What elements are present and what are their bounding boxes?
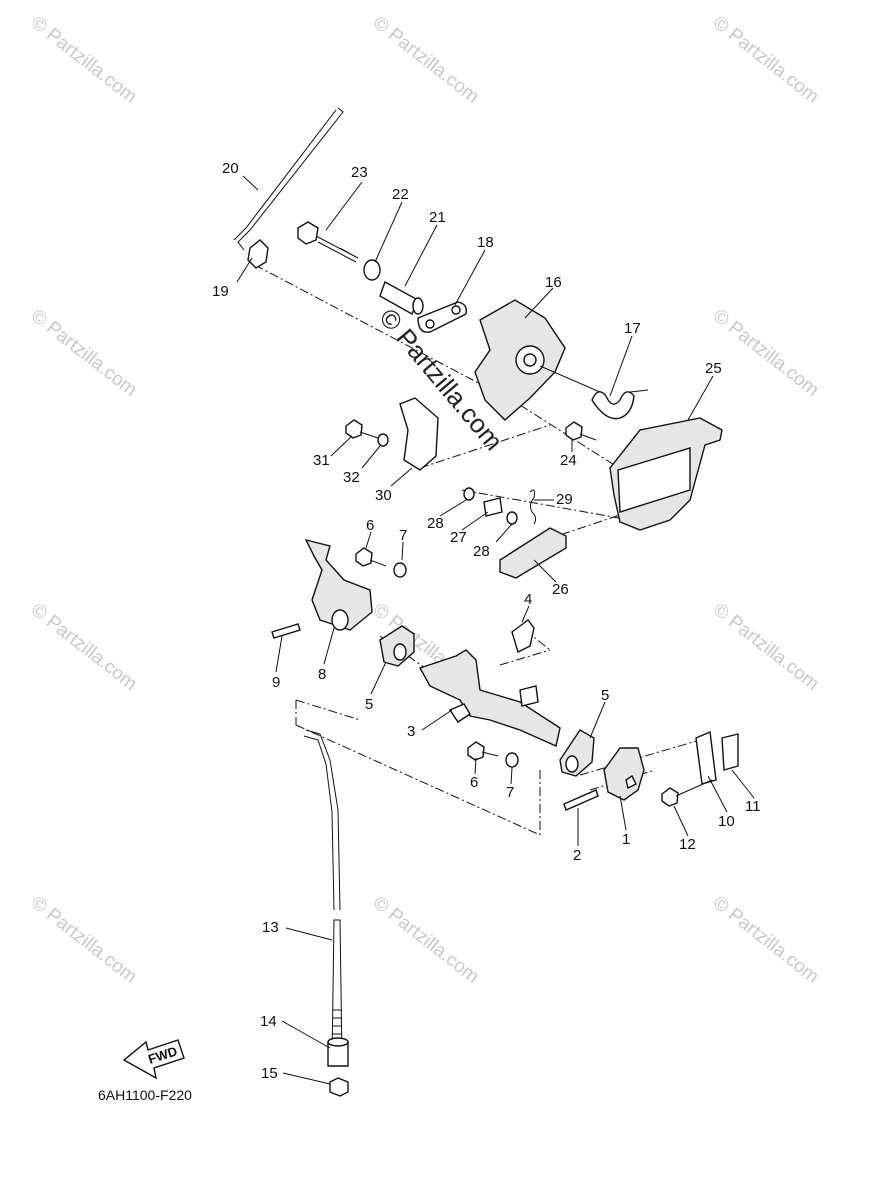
callout-11: 11 (745, 798, 761, 815)
washer (463, 487, 475, 501)
collar (379, 280, 419, 315)
callout-27: 27 (450, 529, 467, 546)
watermark: © Partzilla.com (27, 305, 141, 400)
callout-10: 10 (718, 813, 735, 830)
link-joint (247, 239, 269, 269)
watermark: © Partzilla.com (27, 892, 141, 987)
callout-17: 17 (624, 320, 641, 337)
torsion-spring (591, 391, 635, 420)
callout-15: 15 (261, 1065, 278, 1082)
callout-32: 32 (343, 469, 360, 486)
callout-31: 31 (313, 452, 330, 469)
callout-labels: 20 23 22 21 18 16 17 25 19 24 31 32 30 2… (212, 160, 761, 1082)
watermark: © Partzilla.com (709, 599, 823, 694)
pin (563, 789, 599, 811)
callout-19: 19 (212, 283, 229, 300)
shift-shaft (418, 649, 561, 747)
callout-7-lower: 7 (506, 784, 514, 801)
callout-1: 1 (622, 831, 630, 848)
bolt (661, 787, 679, 807)
nut (329, 1077, 349, 1097)
washer (377, 433, 389, 447)
watermark: © Partzilla.com (709, 892, 823, 987)
callout-24: 24 (560, 452, 577, 469)
watermark: © Partzilla.com (27, 599, 141, 694)
callout-20: 20 (222, 160, 239, 177)
callout-5-right: 5 (601, 687, 609, 704)
callout-4: 4 (524, 591, 532, 608)
bolt (355, 547, 373, 567)
washer (393, 562, 407, 578)
callout-13: 13 (262, 919, 279, 936)
callout-28-lower: 28 (473, 543, 490, 560)
callout-3: 3 (407, 723, 415, 740)
plate-bracket (399, 397, 439, 471)
callout-23: 23 (351, 164, 368, 181)
callout-16: 16 (545, 274, 562, 291)
bolt (467, 741, 485, 761)
callout-18: 18 (477, 234, 494, 251)
shift-lever (304, 538, 373, 631)
long-bolt (297, 221, 319, 245)
watermark: © Partzilla.com (27, 12, 141, 107)
callout-29: 29 (556, 491, 573, 508)
callout-21: 21 (429, 209, 446, 226)
callout-26: 26 (552, 581, 569, 598)
pin (271, 623, 301, 639)
bolt (345, 419, 363, 439)
parts-layer: FWD (122, 107, 739, 1097)
assembly-lines (254, 264, 701, 836)
watermark: © Partzilla.com (709, 305, 823, 400)
diagram-code: 6AH1100-F220 (98, 1087, 192, 1103)
washer (506, 511, 518, 525)
watermark: © Partzilla.com (369, 12, 483, 107)
callout-6-upper: 6 (366, 517, 374, 534)
leader-lines (236, 175, 755, 1085)
watermark: © Partzilla.com (709, 12, 823, 107)
watermark-layer: © Partzilla.com © Partzilla.com © Partzi… (27, 12, 823, 987)
lever (603, 747, 645, 801)
throttle-rod (237, 107, 344, 251)
callout-28-upper: 28 (427, 515, 444, 532)
callout-9: 9 (272, 674, 280, 691)
forward-arrow-icon: FWD (122, 1039, 185, 1080)
shift-rod (305, 729, 341, 911)
callout-22: 22 (392, 186, 409, 203)
watermark: © Partzilla.com (369, 892, 483, 987)
plate (695, 730, 717, 785)
bolt (565, 421, 583, 441)
callout-30: 30 (375, 487, 392, 504)
callout-8: 8 (318, 666, 326, 683)
washer (505, 752, 519, 768)
collar (483, 497, 503, 517)
slider-block (499, 527, 567, 579)
callout-7-upper: 7 (399, 527, 407, 544)
callout-5-left: 5 (365, 696, 373, 713)
callout-14: 14 (260, 1013, 277, 1030)
clip (529, 489, 537, 525)
clip (511, 619, 535, 653)
washer (363, 259, 381, 281)
tab (721, 733, 739, 771)
callout-6-lower: 6 (470, 774, 478, 791)
callout-25: 25 (705, 360, 722, 377)
callout-12: 12 (679, 836, 696, 853)
callout-2: 2 (573, 847, 581, 864)
